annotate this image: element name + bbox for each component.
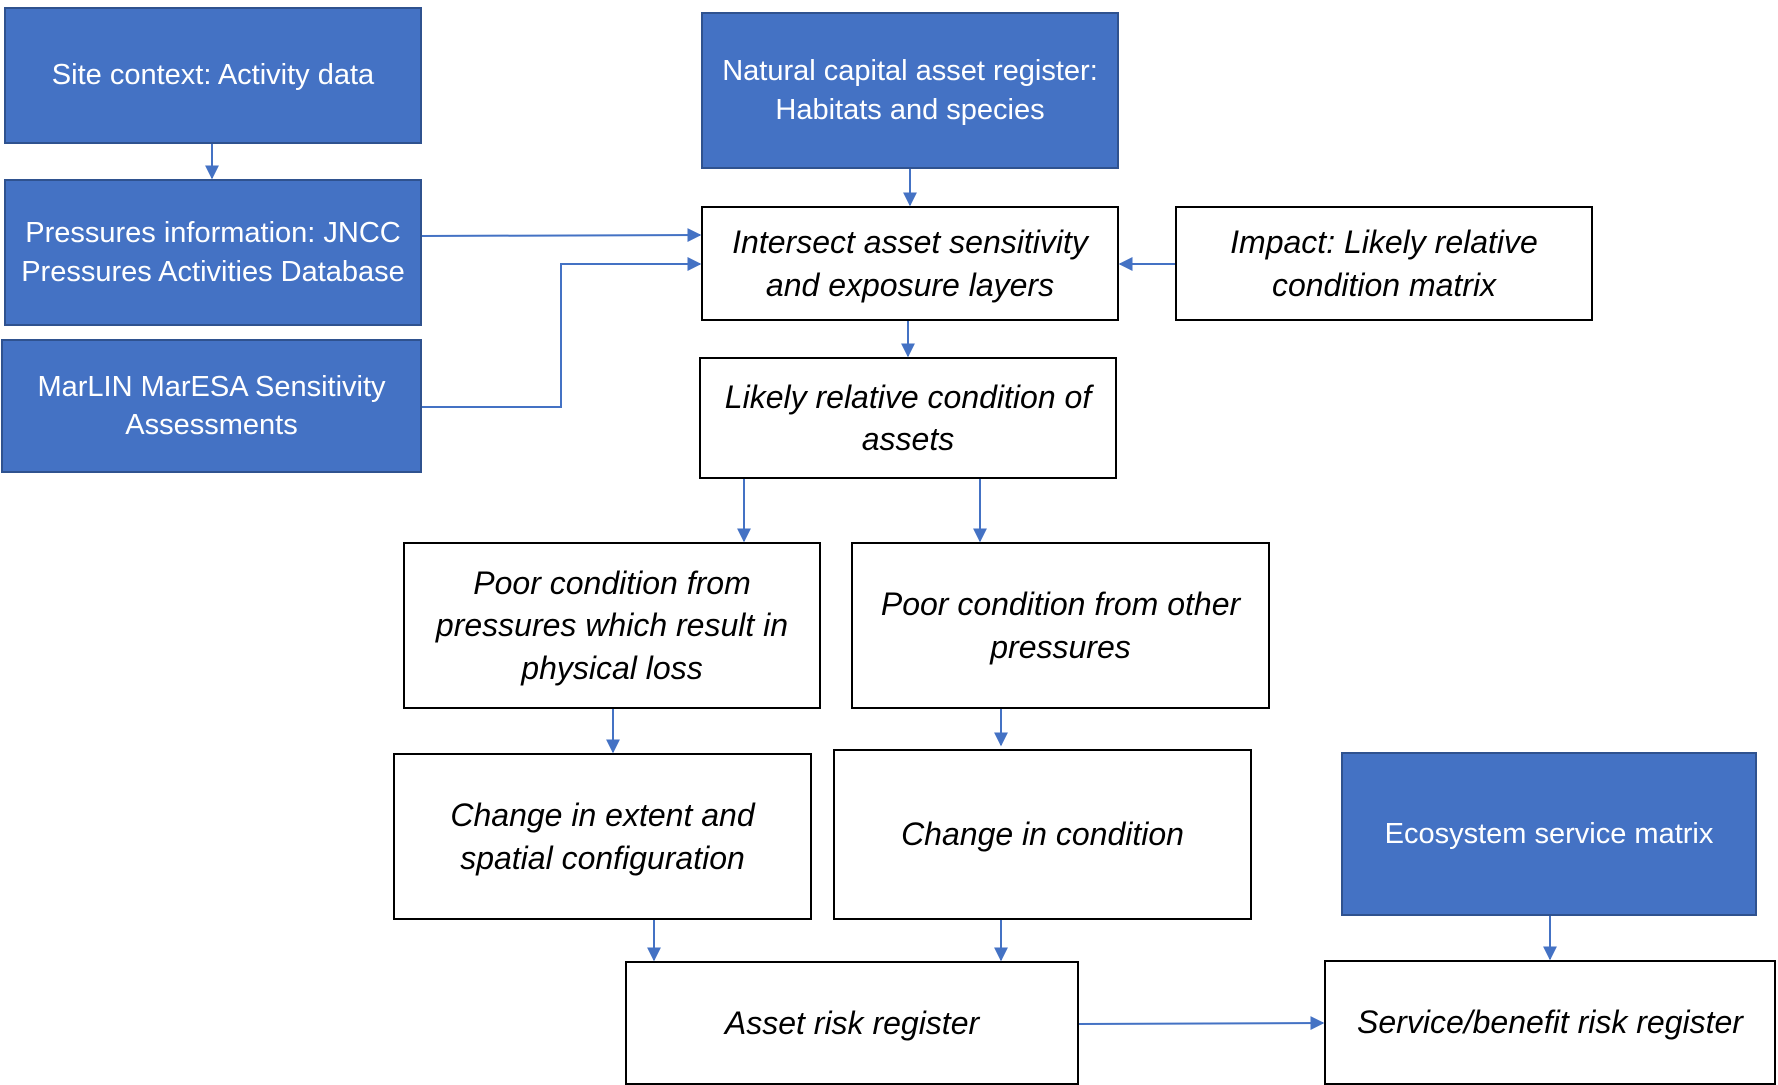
node-intersect: Intersect asset sensitivity and exposure… xyxy=(701,206,1119,321)
node-marlin-label: MarLIN MarESA Sensitivity Assessments xyxy=(37,370,386,441)
arrow-asset-to-service xyxy=(1078,1016,1325,1031)
node-change-condition-label: Change in condition xyxy=(901,816,1184,853)
node-natural-capital-label: Natural capital asset register: Habitats… xyxy=(722,55,1098,126)
node-intersect-label: Intersect asset sensitivity and exposure… xyxy=(732,224,1088,303)
node-service-risk: Service/benefit risk register xyxy=(1324,960,1776,1085)
node-change-extent-label: Change in extent and spatial configurati… xyxy=(450,797,755,876)
arrow-marlin-to-intersect xyxy=(422,257,702,408)
node-ecosystem-matrix-label: Ecosystem service matrix xyxy=(1384,817,1714,850)
node-impact-matrix: Impact: Likely relative condition matrix xyxy=(1175,206,1593,321)
node-site-context-label: Site context: Activity data xyxy=(51,59,375,92)
node-asset-risk: Asset risk register xyxy=(625,961,1079,1085)
node-poor-physical: Poor condition from pressures which resu… xyxy=(403,542,821,709)
node-impact-matrix-label: Impact: Likely relative condition matrix xyxy=(1230,224,1538,303)
node-pressures-info-label: Pressures information: JNCC Pressures Ac… xyxy=(21,217,405,288)
node-change-condition: Change in condition xyxy=(833,749,1252,920)
node-poor-physical-label: Poor condition from pressures which resu… xyxy=(435,565,789,686)
node-pressures-info: Pressures information: JNCC Pressures Ac… xyxy=(4,179,422,326)
node-natural-capital: Natural capital asset register: Habitats… xyxy=(701,12,1119,169)
node-likely-condition-label: Likely relative condition of assets xyxy=(724,378,1092,457)
arrow-pressures-to-intersect xyxy=(421,228,702,243)
node-marlin: MarLIN MarESA Sensitivity Assessments xyxy=(1,339,422,473)
node-poor-other-label: Poor condition from other pressures xyxy=(880,586,1241,665)
node-likely-condition: Likely relative condition of assets xyxy=(699,357,1117,479)
node-change-extent: Change in extent and spatial configurati… xyxy=(393,753,812,920)
node-service-risk-label: Service/benefit risk register xyxy=(1357,1004,1743,1041)
node-poor-other: Poor condition from other pressures xyxy=(851,542,1270,709)
node-site-context: Site context: Activity data xyxy=(4,7,422,144)
node-ecosystem-matrix: Ecosystem service matrix xyxy=(1341,752,1757,916)
node-asset-risk-label: Asset risk register xyxy=(724,1004,980,1041)
